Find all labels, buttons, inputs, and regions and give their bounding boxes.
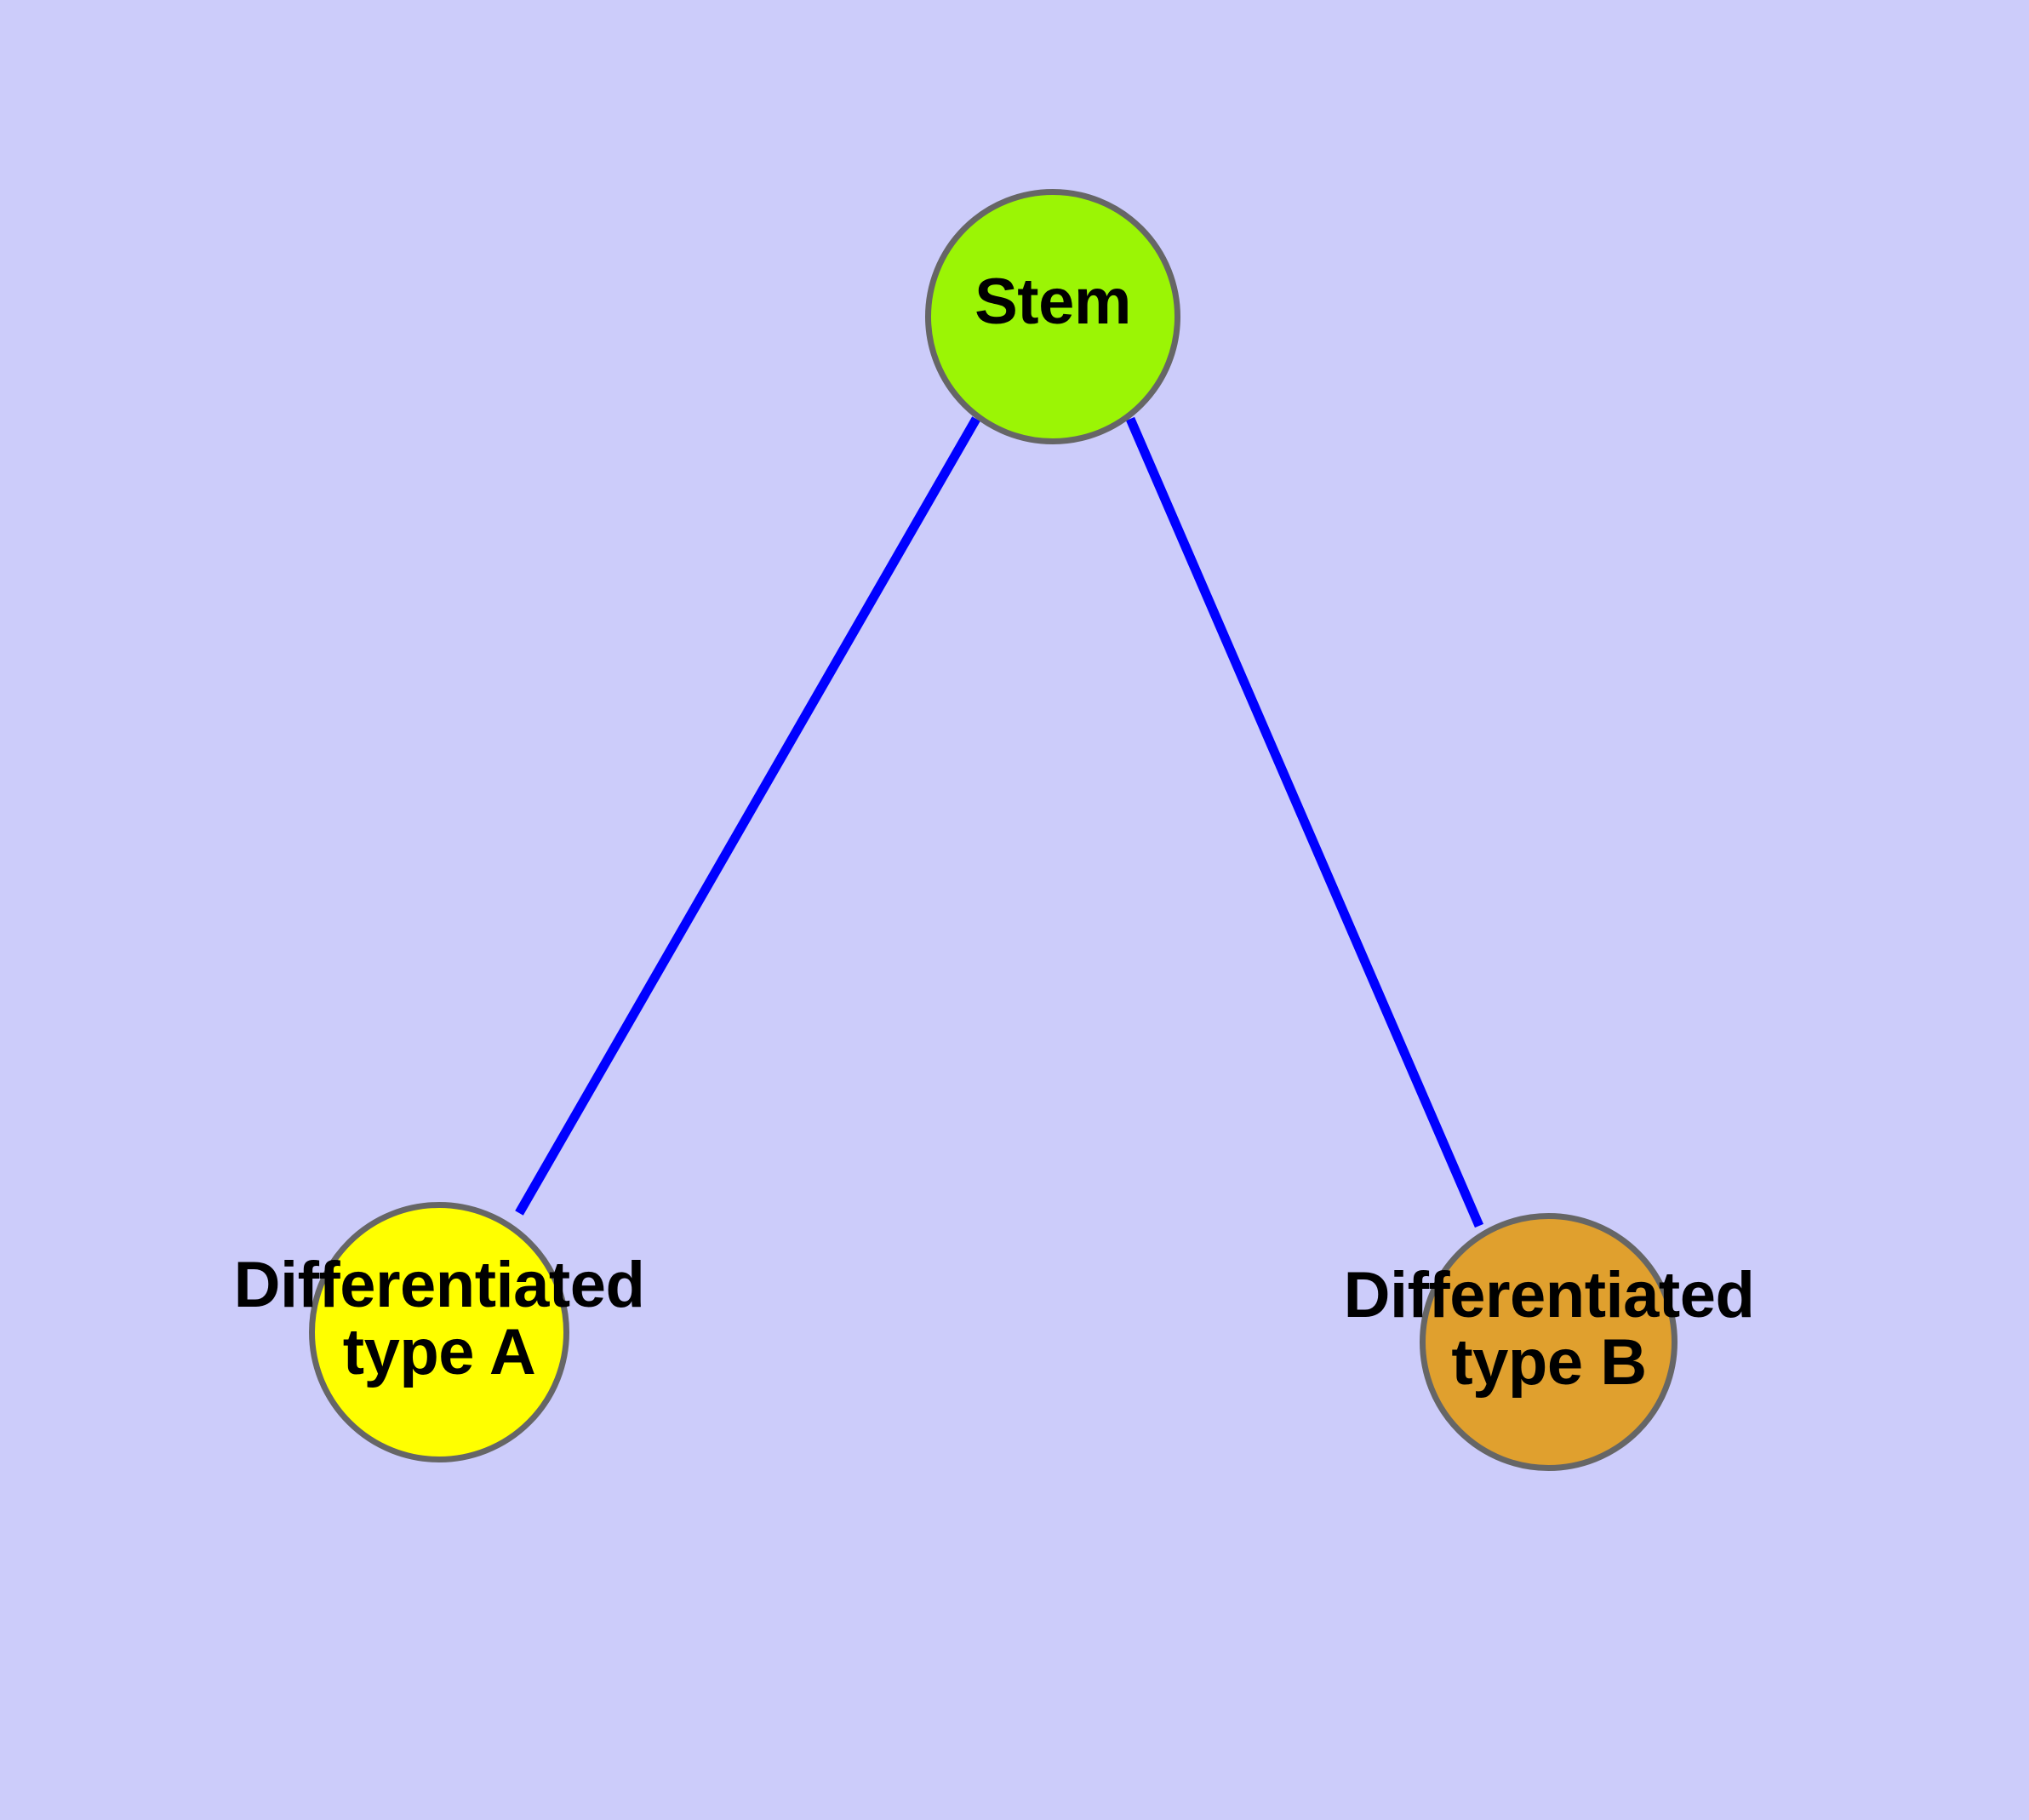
node-differentiated-type-b[interactable]	[1420, 1213, 1677, 1471]
edge-stem-to-diff-a[interactable]	[515, 416, 980, 1216]
node-differentiated-type-a[interactable]	[309, 1202, 569, 1462]
node-stem[interactable]	[925, 189, 1180, 444]
edge-stem-to-diff-b[interactable]	[1125, 416, 1484, 1228]
